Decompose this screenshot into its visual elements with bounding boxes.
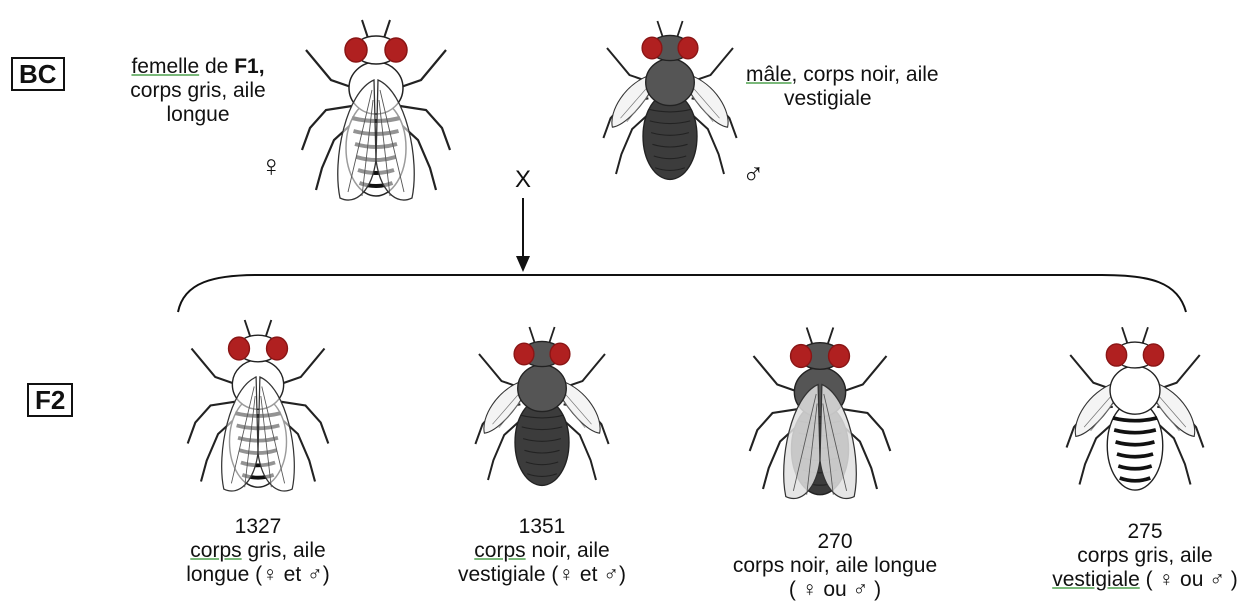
offspring-2-line2: vestigiale (♀ et ♂) <box>458 563 626 586</box>
fly-eye-right <box>829 345 850 368</box>
offspring-3-line2: ( ♀ ou ♂ ) <box>789 578 881 601</box>
fly-eye-left <box>345 38 367 62</box>
offspring-count-2: 1351 <box>519 515 566 538</box>
offspring-4-line1: corps gris, aile <box>1077 544 1212 567</box>
offspring-count-4: 275 <box>1127 520 1162 543</box>
fly-thorax <box>518 365 567 412</box>
fly-eye-left <box>514 343 534 365</box>
female-parent-fly <box>276 10 476 210</box>
fly-eye-left <box>791 345 812 368</box>
offspring-1-line2: longue (♀ et ♂) <box>186 563 330 586</box>
offspring-caption-2: 1351 corps noir, aile vestigiale (♀ et ♂… <box>422 515 662 587</box>
offspring-fly-1 <box>163 308 353 503</box>
offspring-2-corps: corps <box>474 539 525 562</box>
offspring-count-3: 270 <box>817 530 852 553</box>
offspring-bracket <box>178 275 1186 312</box>
offspring-fly-4 <box>1035 318 1235 503</box>
offspring-count-1: 1327 <box>235 515 282 538</box>
offspring-caption-4: 275 corps gris, aile vestigiale ( ♀ ou ♂… <box>1040 520 1250 592</box>
fly-eye-right <box>550 343 570 365</box>
offspring-3-line1: corps noir, aile longue <box>733 554 937 577</box>
fly-thorax <box>1110 366 1160 414</box>
fly-eye-left <box>1106 344 1126 366</box>
fly-thorax <box>646 59 695 106</box>
male-parent-fly <box>570 12 770 192</box>
offspring-1-corps: corps <box>190 539 241 562</box>
offspring-4-vestigiale: vestigiale <box>1052 568 1140 591</box>
fly-eye-left <box>229 337 250 360</box>
offspring-caption-3: 270 corps noir, aile longue ( ♀ ou ♂ ) <box>705 530 965 602</box>
offspring-fly-3 <box>720 318 920 508</box>
cross-arrow-head <box>516 256 530 272</box>
offspring-1-line1: gris, aile <box>242 539 326 562</box>
fly-eye-right <box>1143 344 1163 366</box>
offspring-2-line1: noir, aile <box>526 539 610 562</box>
offspring-fly-2 <box>442 318 642 498</box>
fly-eye-right <box>385 38 407 62</box>
fly-eye-right <box>678 37 698 59</box>
fly-eye-right <box>267 337 288 360</box>
offspring-caption-1: 1327 corps gris, aile longue (♀ et ♂) <box>148 515 368 587</box>
fly-eye-left <box>642 37 662 59</box>
offspring-4-line2: ( ♀ ou ♂ ) <box>1140 568 1238 591</box>
